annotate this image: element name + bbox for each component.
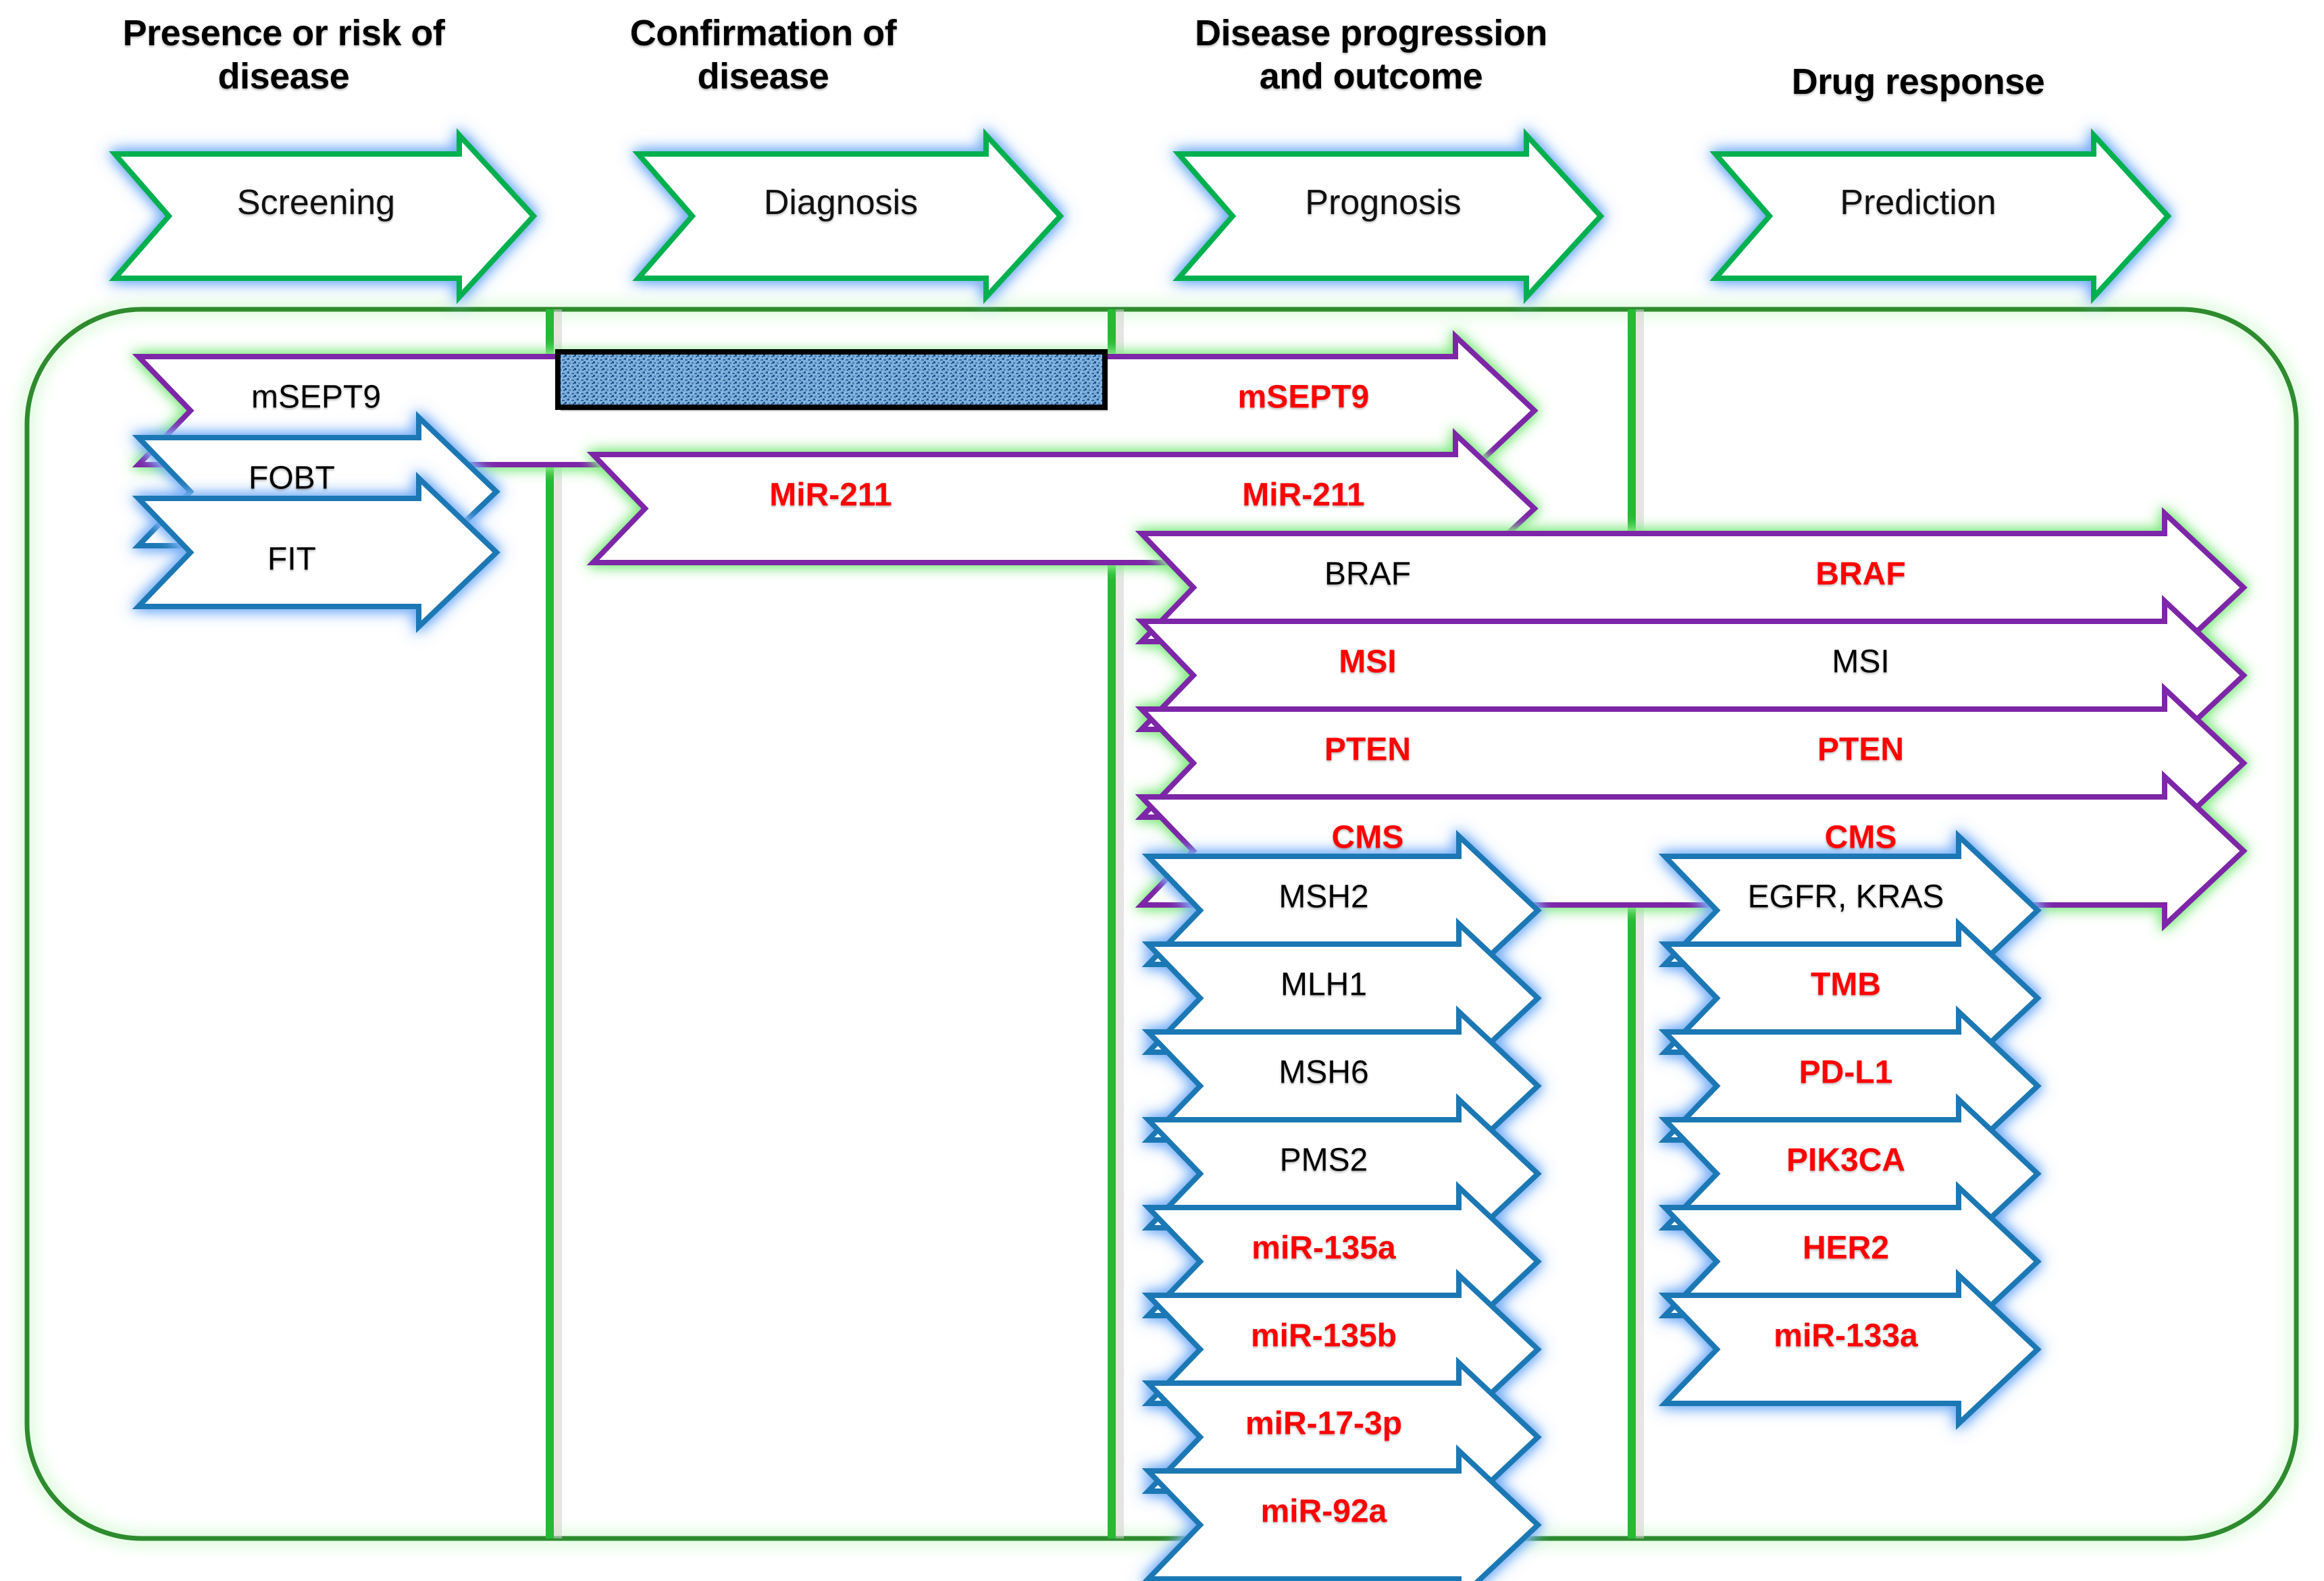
arrow-fit [132, 471, 500, 633]
heading-drug: Drug response [1791, 61, 2045, 102]
prognosis-arrows [1141, 829, 1542, 1581]
arrow-mir92a [1141, 1444, 1542, 1581]
header-arrow-prediction [1709, 128, 2172, 305]
diagnosis-blue-box [555, 349, 1108, 411]
span-arrows [1135, 507, 2248, 932]
outer-frame [24, 307, 2299, 1541]
prediction-arrows [1658, 829, 2042, 1430]
header-arrow-screening [109, 128, 538, 305]
header-arrows [109, 128, 2172, 305]
arrow-mir133a [1658, 1268, 2042, 1430]
header-arrow-prognosis [1172, 128, 1605, 305]
header-arrow-diagnosis [632, 128, 1064, 305]
